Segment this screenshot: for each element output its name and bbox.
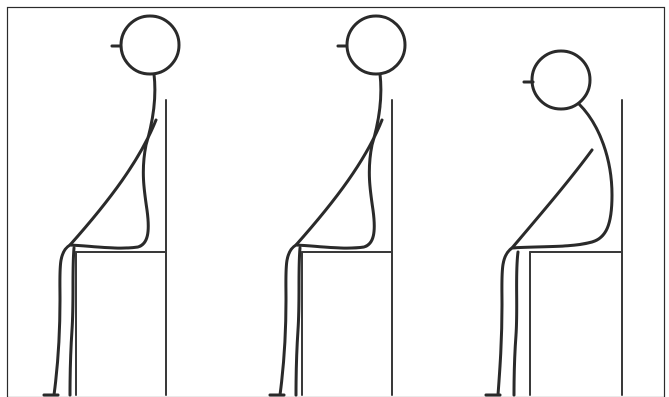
- figure-1-leg-back: [54, 245, 70, 395]
- figure-3-leg-front: [514, 252, 518, 395]
- figure-2-leg-front: [296, 248, 300, 395]
- panel-2: [270, 16, 405, 395]
- figure-2-back: [296, 74, 381, 248]
- figure-1: [44, 16, 179, 395]
- figure-2-head: [347, 16, 405, 74]
- figure-3: [486, 51, 612, 395]
- figure-1-head: [121, 16, 179, 74]
- figure-2: [270, 16, 405, 395]
- panel-1: [44, 16, 179, 395]
- figure-3-front-torso: [512, 150, 592, 248]
- figure-3-head: [532, 51, 590, 109]
- figure-3-back: [512, 104, 612, 248]
- figure-2-leg-back: [280, 245, 296, 395]
- figure-1-back: [70, 74, 155, 248]
- panel-3: [486, 51, 622, 395]
- figure-3-leg-back: [498, 248, 512, 395]
- figure-1-leg-front: [70, 248, 74, 395]
